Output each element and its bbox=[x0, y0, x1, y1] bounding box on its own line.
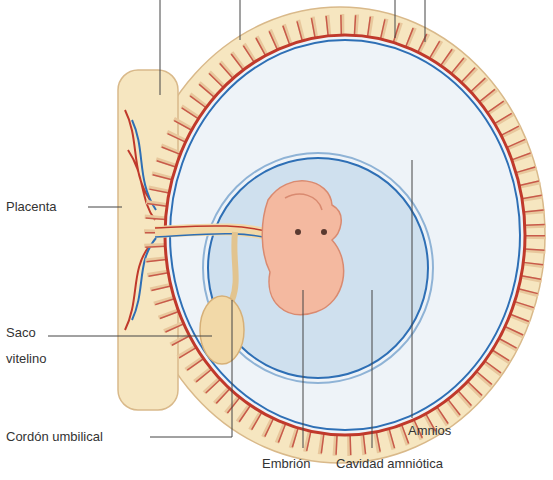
part-label: Saco vitelino bbox=[6, 320, 46, 372]
uterine-wall bbox=[135, 7, 545, 463]
leader-lines bbox=[48, 0, 425, 448]
vitelline-duct bbox=[232, 232, 236, 300]
yolk-sac bbox=[200, 296, 244, 364]
part-label: Cordón umbilical bbox=[6, 424, 103, 450]
part-label: Placenta bbox=[6, 194, 57, 220]
chorionic-villi bbox=[155, 25, 535, 445]
part-label: Cavidad amniótica bbox=[336, 451, 443, 477]
maternal-vessels bbox=[125, 110, 155, 330]
villi-vessels bbox=[155, 25, 535, 445]
embryo-eye bbox=[295, 229, 301, 235]
embryo-eye bbox=[321, 229, 327, 235]
part-label: Embrión bbox=[262, 451, 310, 477]
part-label: Amnios bbox=[408, 418, 451, 444]
embryo-detail bbox=[285, 194, 322, 210]
